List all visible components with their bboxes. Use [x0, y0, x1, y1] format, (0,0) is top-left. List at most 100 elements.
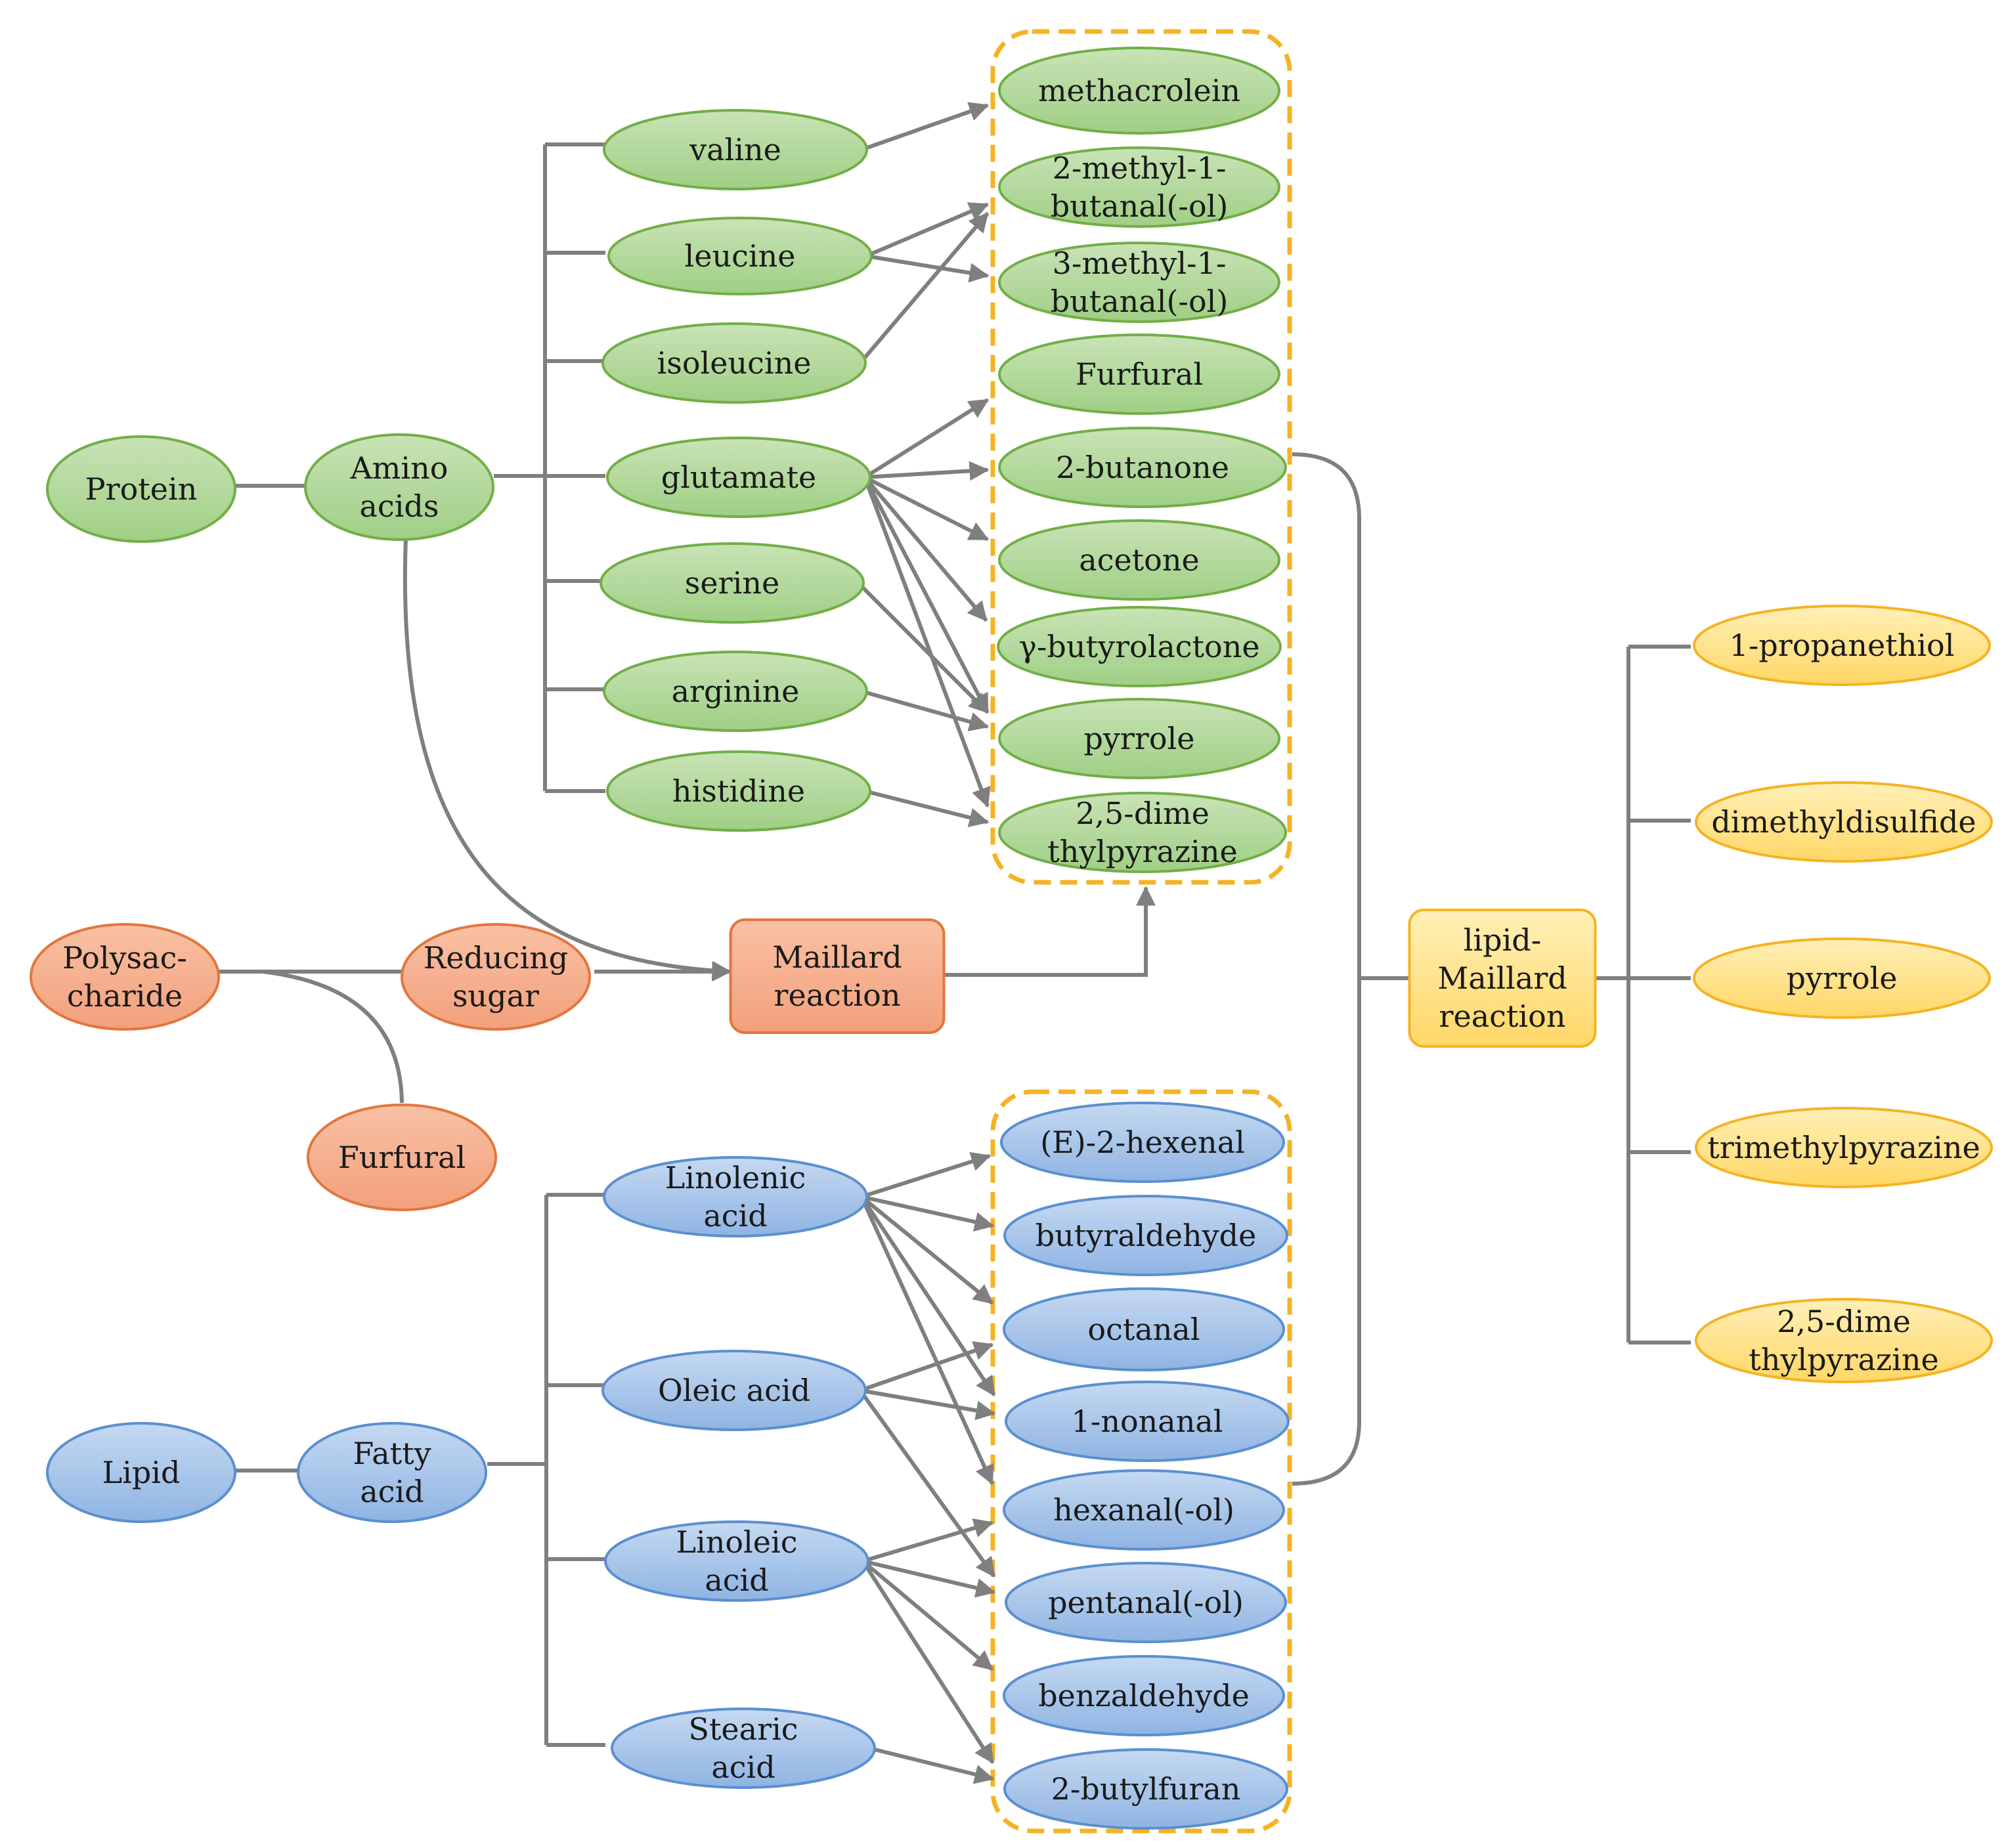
- node-dmds-shape: [1695, 781, 1993, 863]
- node-linoleic-label: Linoleic: [676, 1524, 798, 1560]
- node-serine-shape: [600, 542, 865, 624]
- node-dmp-y-shape: [1695, 1298, 1993, 1383]
- node-methylbutanal2-shape: [998, 146, 1280, 228]
- node-maillard-shape: [729, 918, 946, 1034]
- node-serine: serine: [600, 542, 865, 624]
- node-benzaldehyde: benzaldehyde: [1003, 1655, 1285, 1736]
- arrow-linolenic-to-hexenal: [861, 1151, 992, 1199]
- node-furfural-o: Furfural: [307, 1104, 497, 1211]
- node-methylbutanal3-label: 3-methyl-1-: [1053, 246, 1227, 281]
- node-reducing-sugar-shape: [401, 923, 591, 1031]
- node-linolenic-label: Linolenic: [665, 1160, 806, 1195]
- node-methylbutanal3: 3-methyl-1-butanal(-ol): [998, 242, 1280, 323]
- node-lipid-maillard-shape: [1408, 909, 1597, 1048]
- node-furfural-g-label: Furfural: [1076, 356, 1203, 392]
- arrow-glutamate-to-furfural-g: [863, 398, 990, 479]
- node-amino-acids-shape: [304, 433, 494, 541]
- maillard-to-products-arrow: [944, 886, 1156, 977]
- arrow-leucine-to-methylbutanal2: [865, 202, 990, 258]
- node-arginine: arginine: [603, 651, 868, 732]
- node-nonanal-shape: [1005, 1381, 1290, 1462]
- node-methylbutanal2: 2-methyl-1-butanal(-ol): [998, 146, 1280, 228]
- node-dmp-g-shape: [998, 792, 1287, 873]
- node-methylbutanal3-label: butanal(-ol): [1051, 284, 1229, 319]
- node-octanal: octanal: [1003, 1287, 1285, 1371]
- node-tmp: trimethylpyrazine: [1695, 1107, 1993, 1188]
- node-butyrolactone-label: γ-butyrolactone: [1018, 629, 1259, 664]
- arrow-isoleucine-to-methylbutanal2: [858, 212, 990, 364]
- node-polysaccharide-shape: [30, 923, 220, 1031]
- arrow-glutamate-to-dmp-g: [863, 476, 991, 808]
- node-dmp-y-label: 2,5-dime: [1777, 1304, 1911, 1339]
- arrow-linoleic-to-butylfuran: [861, 1560, 995, 1765]
- arrow-glutamate-to-acetone: [863, 475, 990, 542]
- node-fatty-acid-shape: [297, 1422, 487, 1523]
- node-methylbutanal2-label: butanal(-ol): [1051, 188, 1229, 224]
- node-methylbutanal2-label: 2-methyl-1-: [1053, 150, 1227, 186]
- node-dmds: dimethyldisulfide: [1695, 781, 1993, 863]
- node-dmp-g-label: thylpyrazine: [1047, 834, 1237, 869]
- node-pentanal: pentanal(-ol): [1005, 1562, 1287, 1643]
- node-butyraldehyde-shape: [1003, 1195, 1288, 1276]
- node-polysaccharide: Polysac-charide: [30, 923, 220, 1031]
- node-serine-label: serine: [685, 565, 779, 601]
- node-leucine-label: leucine: [685, 238, 796, 274]
- node-arginine-label: arginine: [672, 674, 800, 709]
- node-butyrolactone: γ-butyrolactone: [997, 606, 1282, 687]
- node-octanal-label: octanal: [1087, 1312, 1200, 1347]
- arrow-linolenic-to-hexanal: [860, 1195, 994, 1486]
- node-histidine-label: histidine: [672, 773, 805, 809]
- node-leucine: leucine: [607, 217, 873, 295]
- node-fatty-acid-label: acid: [360, 1474, 424, 1509]
- node-propanethiol-shape: [1693, 605, 1991, 686]
- arrow-arginine-to-pyrrole-g: [861, 689, 990, 731]
- node-glutamate-shape: [606, 437, 871, 518]
- node-acetone-label: acetone: [1079, 542, 1199, 578]
- node-dmp-g-label: 2,5-dime: [1076, 796, 1210, 831]
- arrow-oleic-to-octanal: [860, 1341, 994, 1392]
- fatty-acid-products-group: [990, 1089, 1292, 1834]
- node-polysaccharide-label: Polysac-: [62, 940, 187, 976]
- node-isoleucine-label: isoleucine: [657, 345, 812, 381]
- node-valine-shape: [603, 109, 868, 190]
- node-hexanal-shape: [1003, 1469, 1285, 1551]
- node-dmp-y-label: thylpyrazine: [1749, 1342, 1938, 1377]
- node-valine: valine: [603, 109, 868, 190]
- node-glutamate: glutamate: [606, 437, 871, 518]
- node-amino-acids-label: acids: [360, 488, 439, 524]
- node-butanone: 2-butanone: [998, 427, 1287, 508]
- node-stearic-label: acid: [711, 1750, 775, 1785]
- node-isoleucine: isoleucine: [601, 322, 867, 404]
- node-hexanal: hexanal(-ol): [1003, 1469, 1285, 1551]
- node-pyrrole-y: pyrrole: [1693, 937, 1991, 1019]
- arrow-glutamate-to-butanone: [864, 461, 990, 481]
- arrow-valine-to-methacrolein: [861, 102, 990, 152]
- node-benzaldehyde-label: benzaldehyde: [1038, 1678, 1250, 1713]
- arrow-linoleic-to-benzaldehyde: [861, 1559, 993, 1671]
- reaction-arrows: [856, 102, 996, 1784]
- node-linolenic-shape: [603, 1156, 868, 1237]
- node-nonanal: 1-nonanal: [1005, 1381, 1290, 1462]
- node-pentanal-shape: [1005, 1562, 1287, 1643]
- arrow-leucine-to-methylbutanal3: [865, 254, 990, 283]
- node-dmds-label: dimethyldisulfide: [1711, 804, 1976, 840]
- node-acetone-shape: [998, 519, 1280, 601]
- node-leucine-shape: [607, 217, 873, 295]
- node-reducing-sugar-label: sugar: [452, 978, 539, 1014]
- node-butanone-shape: [998, 427, 1287, 508]
- node-linolenic-label: acid: [703, 1198, 767, 1234]
- arrow-stearic-to-butylfuran: [869, 1746, 995, 1784]
- node-linoleic-shape: [604, 1520, 869, 1602]
- node-furfural-g: Furfural: [998, 333, 1280, 415]
- node-fatty-acid-label: Fatty: [353, 1436, 431, 1471]
- node-maillard-label: Maillard: [772, 939, 902, 975]
- node-histidine: histidine: [606, 750, 871, 832]
- node-butylfuran-label: 2-butylfuran: [1051, 1771, 1241, 1807]
- node-methylbutanal3-shape: [998, 242, 1280, 323]
- node-tmp-label: trimethylpyrazine: [1707, 1130, 1980, 1165]
